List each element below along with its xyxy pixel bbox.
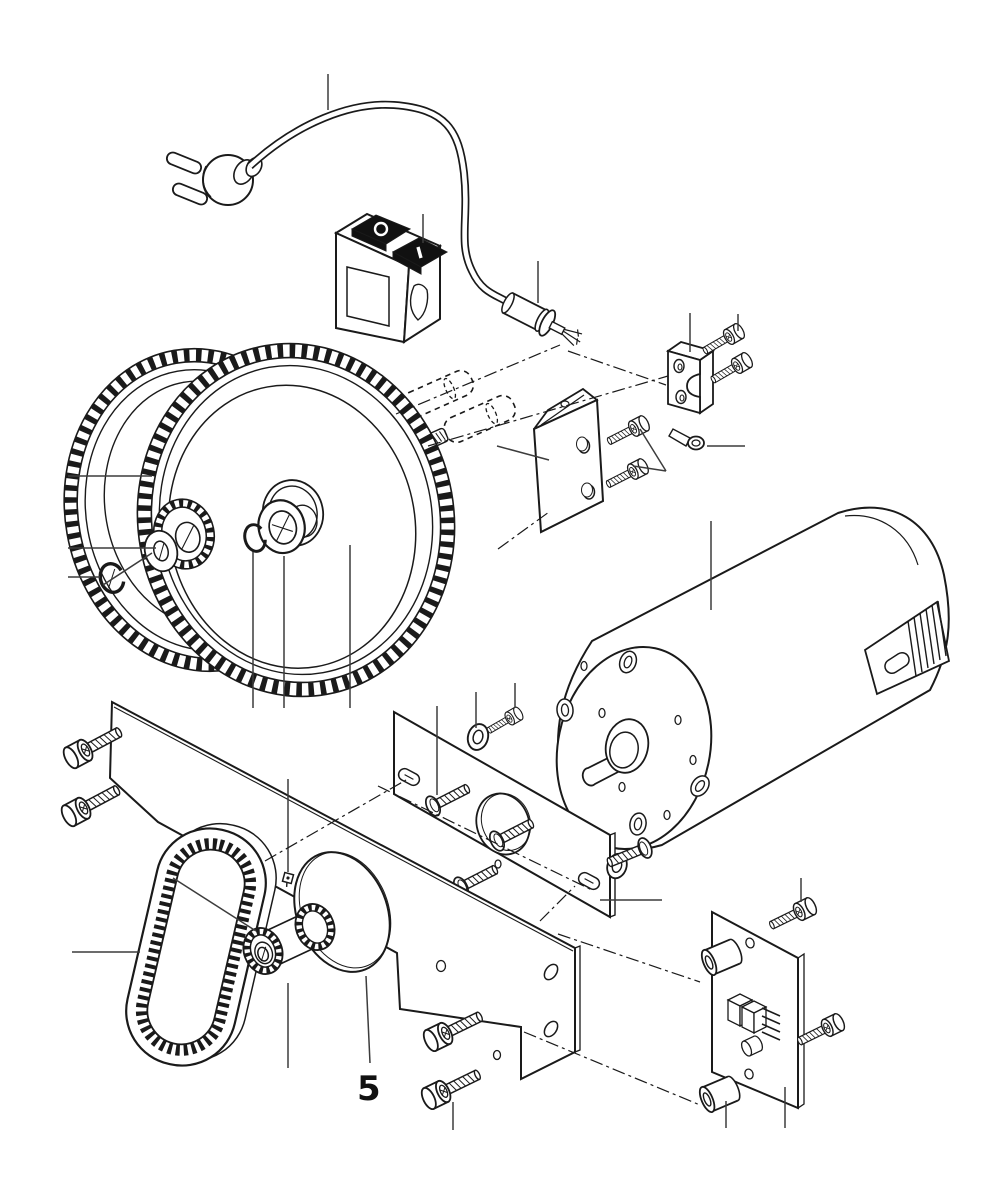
axis-spacer-1 bbox=[395, 344, 561, 415]
motor bbox=[555, 506, 951, 851]
motor-face-holes bbox=[580, 660, 697, 821]
board-spacer bbox=[698, 1075, 741, 1113]
axis-board-bottom bbox=[523, 1031, 701, 1106]
power-switch bbox=[333, 212, 449, 344]
motor-shaft bbox=[581, 718, 650, 787]
timing-pulley bbox=[242, 903, 336, 975]
mounting-bracket bbox=[532, 387, 605, 534]
callout-label-5: 5 bbox=[357, 1069, 381, 1109]
leader-bracket-screws bbox=[632, 428, 667, 472]
timing-belt bbox=[125, 822, 277, 1067]
leader-pulley-diagonal bbox=[172, 877, 257, 932]
axis-cord-clamp bbox=[567, 350, 667, 386]
switch-on-button bbox=[391, 237, 449, 275]
leader-bracket bbox=[496, 445, 550, 461]
board-components bbox=[726, 993, 781, 1057]
switch-on-symbol bbox=[416, 246, 423, 259]
mains-plug bbox=[165, 151, 263, 206]
pan-screw bbox=[483, 705, 526, 738]
motor-mount-ears bbox=[556, 650, 710, 836]
ring-terminal bbox=[668, 428, 705, 451]
flat-washer bbox=[143, 529, 179, 573]
leader-lines bbox=[68, 74, 802, 1130]
cord-wires bbox=[561, 328, 583, 346]
cord-sleeve bbox=[501, 291, 583, 346]
axis-board-top bbox=[557, 933, 701, 983]
leader-washer bbox=[68, 547, 156, 586]
board-spacer bbox=[700, 938, 743, 976]
axis-mount-plate bbox=[377, 785, 593, 891]
circuit-board bbox=[698, 910, 805, 1113]
axis-bracket bbox=[497, 511, 550, 550]
axis-slot-1 bbox=[264, 779, 407, 862]
leader-callout-5 bbox=[365, 975, 371, 1064]
clamp-screw bbox=[699, 321, 748, 360]
cap-screw bbox=[57, 778, 125, 830]
motor-terminal bbox=[863, 600, 951, 696]
center-lines bbox=[264, 344, 701, 1106]
bearing-hub bbox=[257, 479, 325, 555]
axis-slot-2 bbox=[539, 885, 576, 922]
board-screw bbox=[765, 895, 820, 935]
clamp-screw bbox=[707, 350, 756, 389]
screw-washer bbox=[464, 720, 492, 754]
retaining-ring bbox=[243, 523, 267, 553]
power-cord bbox=[247, 100, 515, 309]
cap-screw bbox=[417, 1062, 486, 1113]
switch-off-button bbox=[350, 214, 412, 252]
bracket-screw bbox=[603, 413, 653, 450]
bracket-screw bbox=[602, 456, 652, 493]
switch-off-symbol bbox=[373, 221, 389, 237]
axis-spacer-2 bbox=[427, 375, 669, 447]
set-bolt bbox=[281, 871, 295, 887]
